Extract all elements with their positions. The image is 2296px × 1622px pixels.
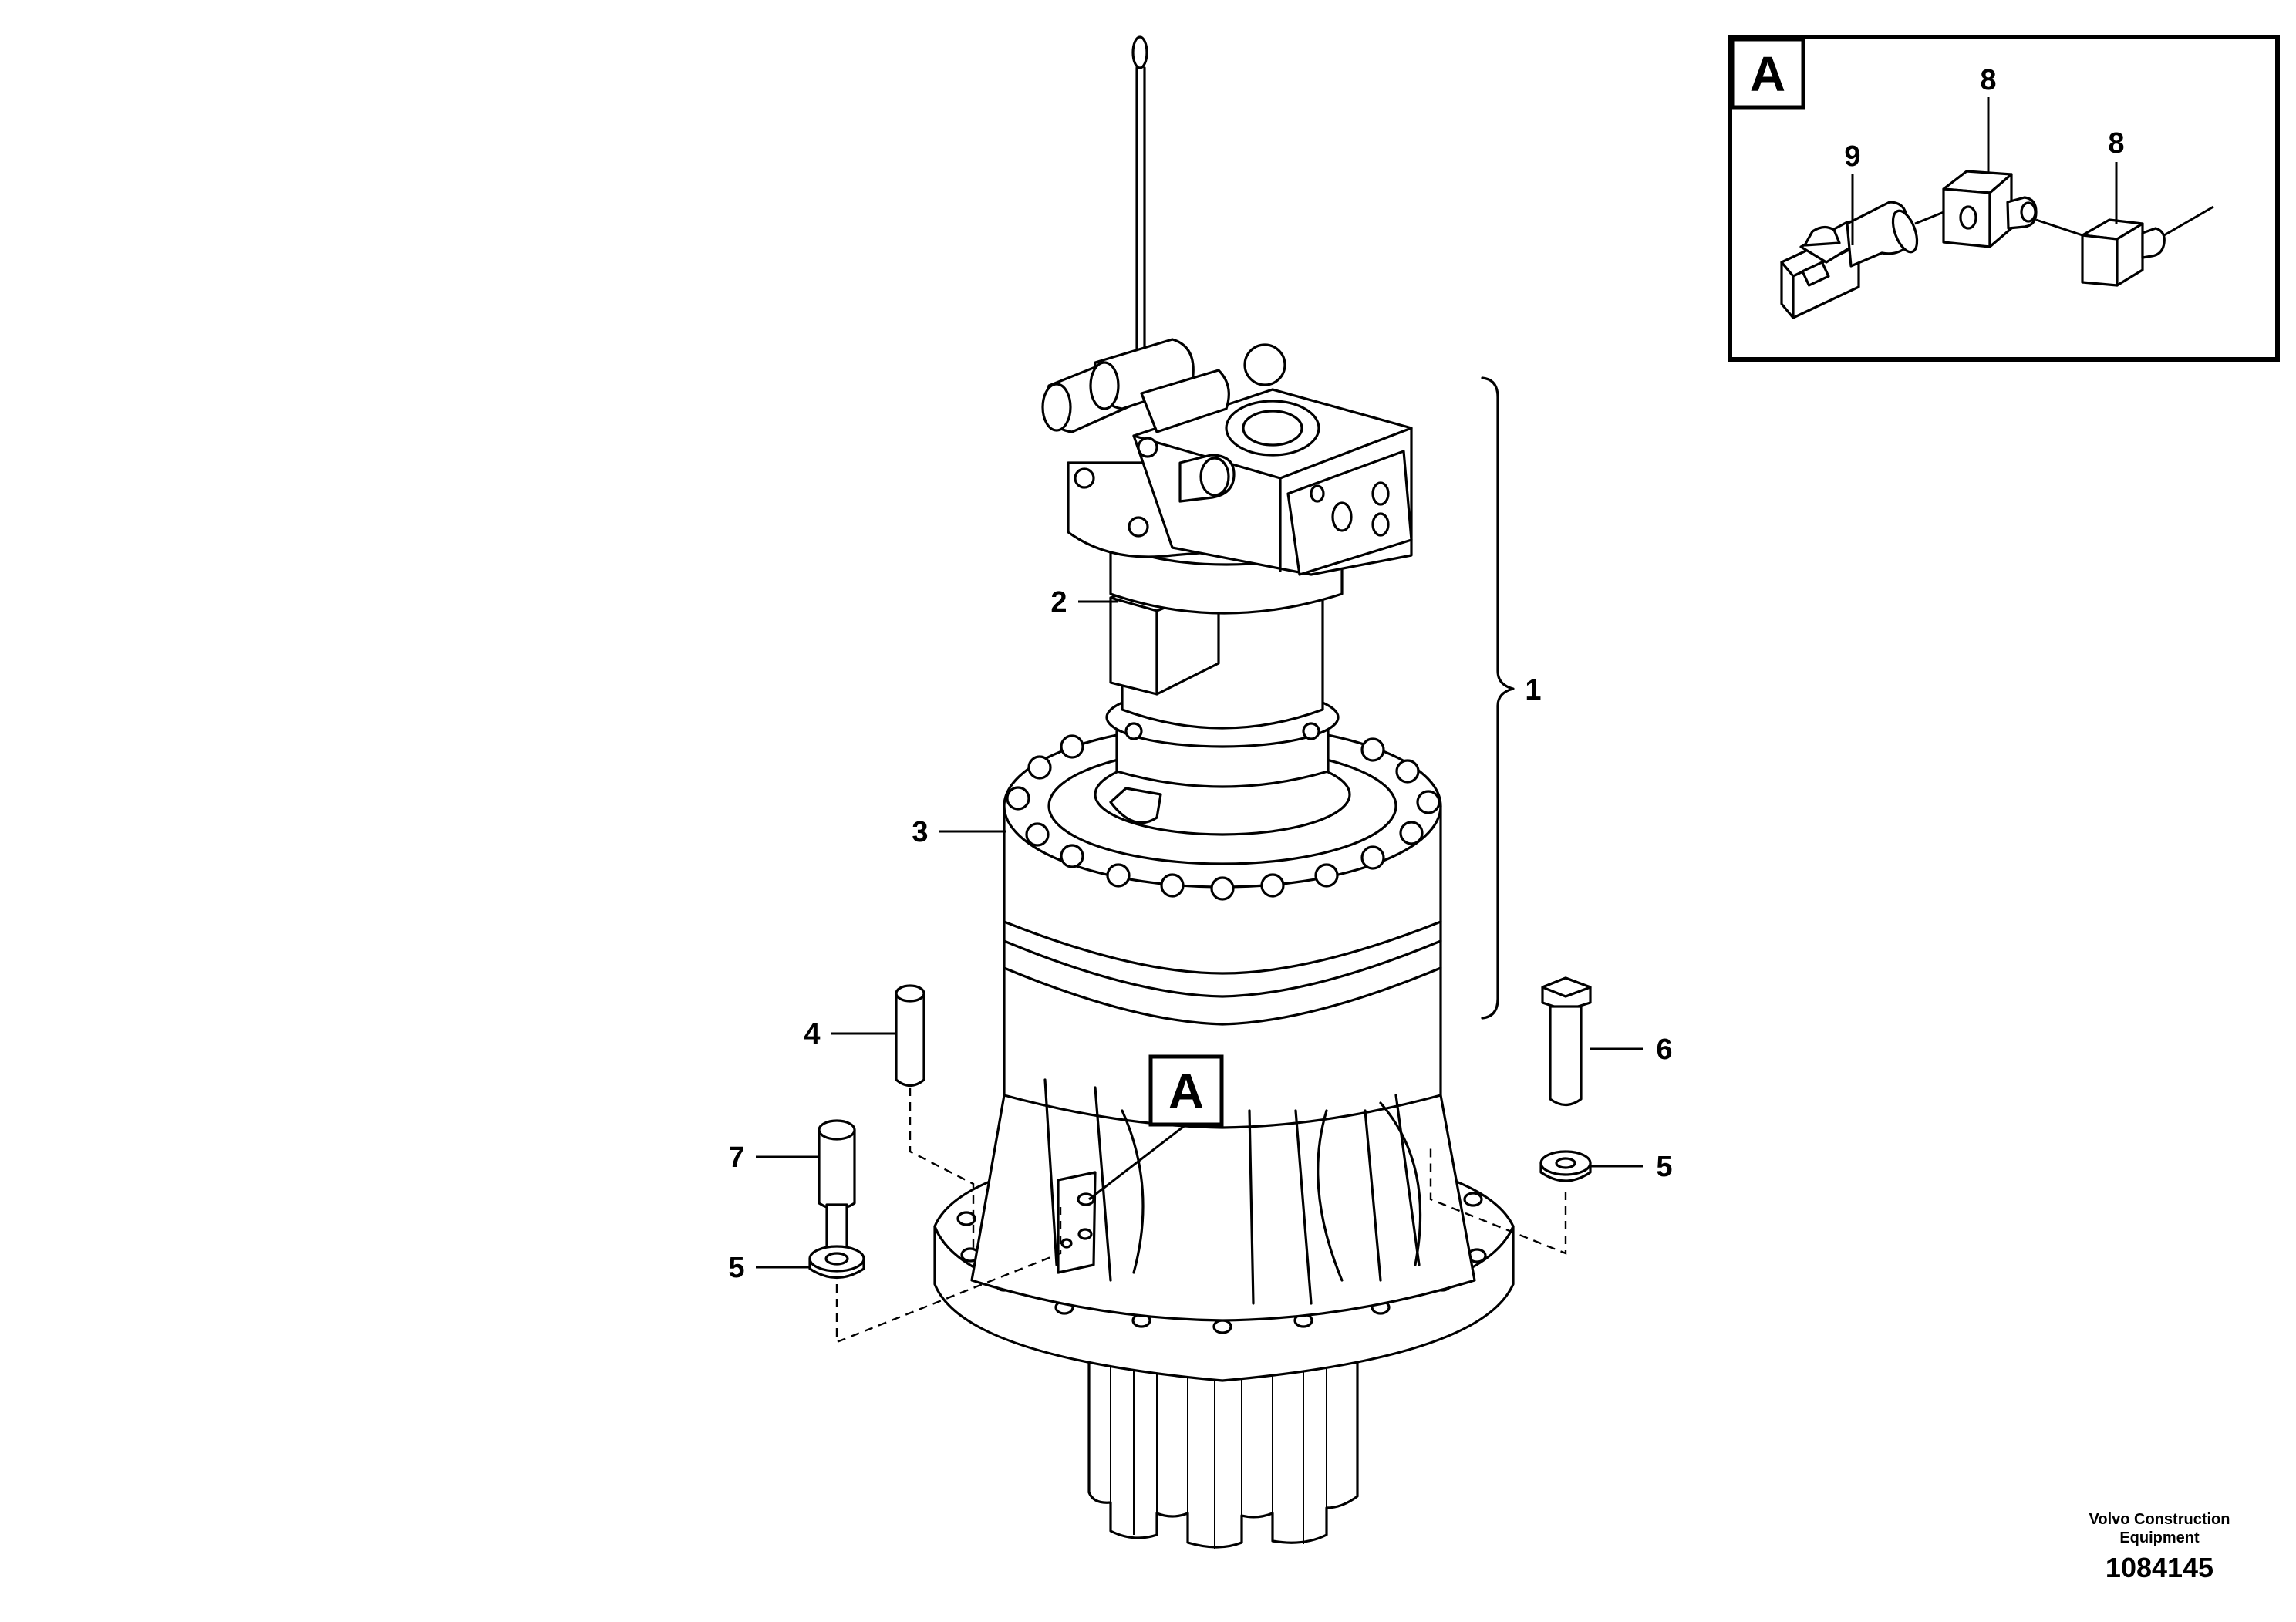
callout-5-left: 5 bbox=[728, 1252, 744, 1284]
detail-a-marker: A bbox=[1088, 1054, 1224, 1201]
assembly-bracket-1 bbox=[1481, 376, 1515, 1020]
swing-motor-assembly bbox=[933, 35, 1515, 1549]
washer-5-left bbox=[808, 1245, 865, 1279]
pilot-ports bbox=[1041, 338, 1230, 458]
figure-number: 1084145 bbox=[2105, 1552, 2214, 1583]
inset-fitting-9 bbox=[1780, 201, 1964, 319]
washer-5-right bbox=[1539, 1150, 1592, 1182]
pinion-gear bbox=[1087, 1356, 1359, 1549]
dipstick bbox=[1131, 35, 1148, 352]
inset-callout-9: 9 bbox=[1844, 140, 1860, 173]
dowel-pin-4 bbox=[895, 984, 925, 1088]
brand-line-1: Volvo Construction bbox=[2089, 1511, 2230, 1528]
detail-a-marker-letter: A bbox=[1168, 1064, 1204, 1119]
callout-2: 2 bbox=[1050, 586, 1067, 619]
lower-housing-body bbox=[970, 966, 1476, 1322]
hex-bolt-6 bbox=[1541, 976, 1592, 1107]
brand-line-2: Equipment bbox=[2119, 1529, 2200, 1546]
callout-1: 1 bbox=[1525, 674, 1541, 706]
detail-a-marker-box bbox=[1148, 1054, 1224, 1127]
inset-block-8a bbox=[1942, 170, 2083, 248]
callout-3: 3 bbox=[912, 816, 928, 848]
callout-7: 7 bbox=[728, 1141, 744, 1174]
inset-block-8b bbox=[2081, 205, 2214, 287]
inset-callout-8b: 8 bbox=[2108, 127, 2124, 160]
detail-a-inset: A bbox=[1728, 35, 2280, 362]
brand-name: Volvo Construction Equipment bbox=[2044, 1510, 2275, 1547]
inset-callout-8a: 8 bbox=[1980, 64, 1996, 96]
gear-case-bolts bbox=[1006, 734, 1441, 901]
callout-6: 6 bbox=[1656, 1034, 1672, 1066]
detail-a-inset-letter: A bbox=[1750, 46, 1785, 102]
callout-leaders bbox=[756, 600, 1643, 1269]
gear-case-top bbox=[1003, 723, 1442, 901]
callout-4: 4 bbox=[804, 1018, 820, 1050]
hydraulic-valve-head bbox=[1074, 343, 1413, 576]
assembly-dashed-lines bbox=[835, 1088, 1567, 1344]
detail-a-inset-label-box bbox=[1730, 37, 1805, 110]
callout-5-right: 5 bbox=[1656, 1151, 1672, 1183]
